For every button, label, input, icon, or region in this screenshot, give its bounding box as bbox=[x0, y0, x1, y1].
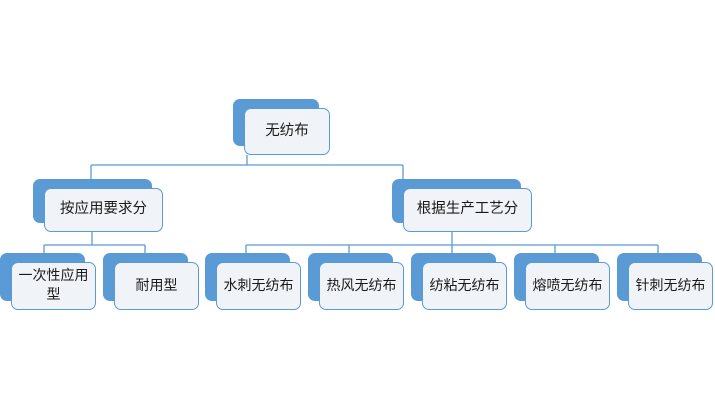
node-label: 纺粘无纺布 bbox=[429, 277, 500, 294]
node-card: 按应用要求分 bbox=[44, 188, 163, 232]
node-card: 针刺无纺布 bbox=[628, 262, 713, 310]
node-label: 一次性应用 型 bbox=[18, 268, 89, 303]
node-hot-air[interactable]: 热风无纺布 bbox=[308, 253, 404, 310]
node-durable[interactable]: 耐用型 bbox=[103, 253, 199, 310]
node-label: 水刺无纺布 bbox=[223, 277, 294, 294]
node-needle-punch[interactable]: 针刺无纺布 bbox=[617, 253, 713, 310]
node-disposable[interactable]: 一次性应用 型 bbox=[0, 253, 96, 310]
node-label: 无纺布 bbox=[265, 122, 309, 139]
node-label: 针刺无纺布 bbox=[635, 277, 706, 294]
node-by-process[interactable]: 根据生产工艺分 bbox=[392, 179, 532, 232]
node-label: 熔喷无纺布 bbox=[532, 277, 603, 294]
node-card: 水刺无纺布 bbox=[216, 262, 301, 310]
node-spunbond[interactable]: 纺粘无纺布 bbox=[411, 253, 507, 310]
node-card: 根据生产工艺分 bbox=[403, 188, 532, 232]
node-label: 热风无纺布 bbox=[326, 277, 397, 294]
node-meltblown[interactable]: 熔喷无纺布 bbox=[514, 253, 610, 310]
node-by-application[interactable]: 按应用要求分 bbox=[33, 179, 163, 232]
node-card: 纺粘无纺布 bbox=[422, 262, 507, 310]
node-label: 耐用型 bbox=[135, 277, 178, 294]
node-root[interactable]: 无纺布 bbox=[233, 99, 330, 155]
node-card: 熔喷无纺布 bbox=[525, 262, 610, 310]
node-label: 根据生产工艺分 bbox=[416, 201, 519, 218]
node-card: 耐用型 bbox=[114, 262, 199, 310]
node-spunlace[interactable]: 水刺无纺布 bbox=[205, 253, 301, 310]
node-card: 一次性应用 型 bbox=[11, 262, 96, 310]
node-card: 无纺布 bbox=[244, 108, 330, 155]
node-label: 按应用要求分 bbox=[60, 201, 147, 218]
node-card: 热风无纺布 bbox=[319, 262, 404, 310]
